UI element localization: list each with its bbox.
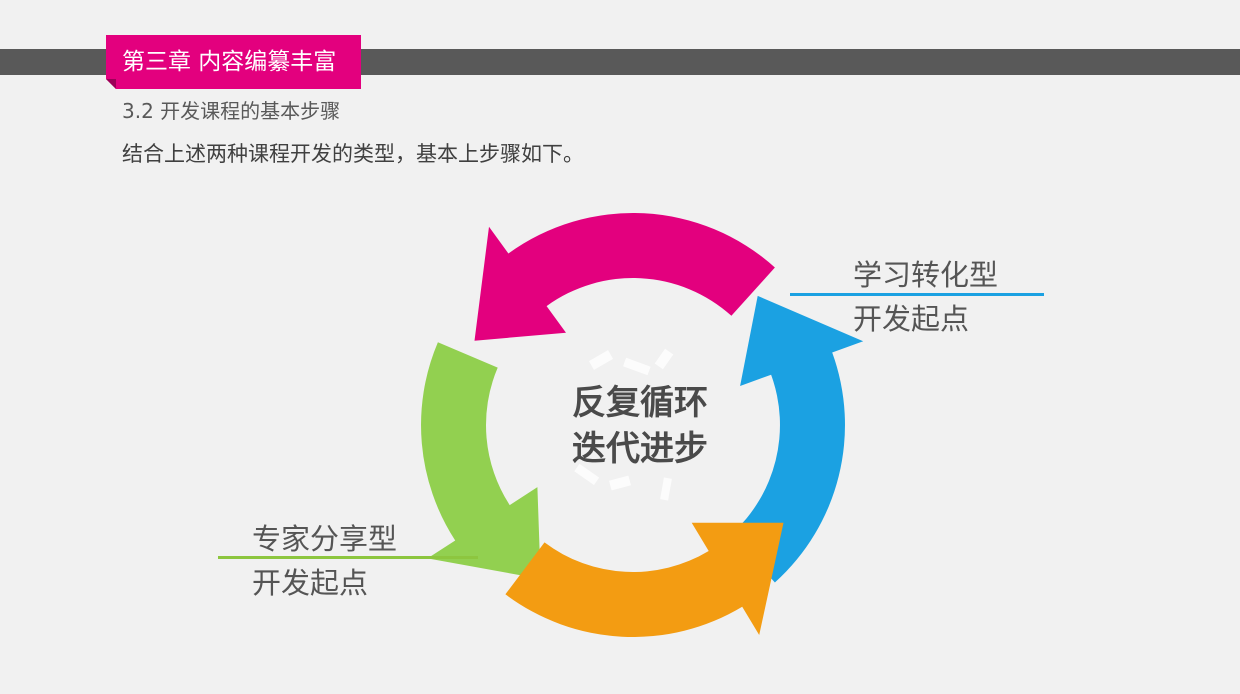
cycle-arrow-green <box>421 342 541 579</box>
cycle-arrow-magenta <box>474 213 775 341</box>
callout-learning-transform: 学习转化型 开发起点 <box>853 253 998 341</box>
cycle-arrows <box>421 213 864 637</box>
center-label-line1: 反复循环 <box>572 383 708 423</box>
cycle-arrow-blue <box>731 295 864 583</box>
callout-right-line2: 开发起点 <box>853 302 970 336</box>
leader-line-right <box>790 293 1044 296</box>
leader-line-left <box>218 556 478 559</box>
chapter-tag: 第三章 内容编纂丰富 <box>106 35 361 89</box>
cycle-arrow-orange <box>505 522 784 637</box>
callout-left-line1: 专家分享型 <box>252 522 398 556</box>
center-label: 反复循环 迭代进步 <box>540 380 740 472</box>
intro-text: 结合上述两种课程开发的类型，基本上步骤如下。 <box>122 142 584 166</box>
center-watermark <box>574 348 674 501</box>
chapter-tag-shape <box>106 35 361 89</box>
center-label-line2: 迭代进步 <box>572 429 708 469</box>
callout-expert-share: 专家分享型 开发起点 <box>252 517 397 605</box>
callout-right-line1: 学习转化型 <box>853 258 999 292</box>
section-title: 3.2 开发课程的基本步骤 <box>122 99 341 123</box>
callout-left-line2: 开发起点 <box>252 566 369 600</box>
chapter-title: 第三章 内容编纂丰富 <box>122 49 337 75</box>
